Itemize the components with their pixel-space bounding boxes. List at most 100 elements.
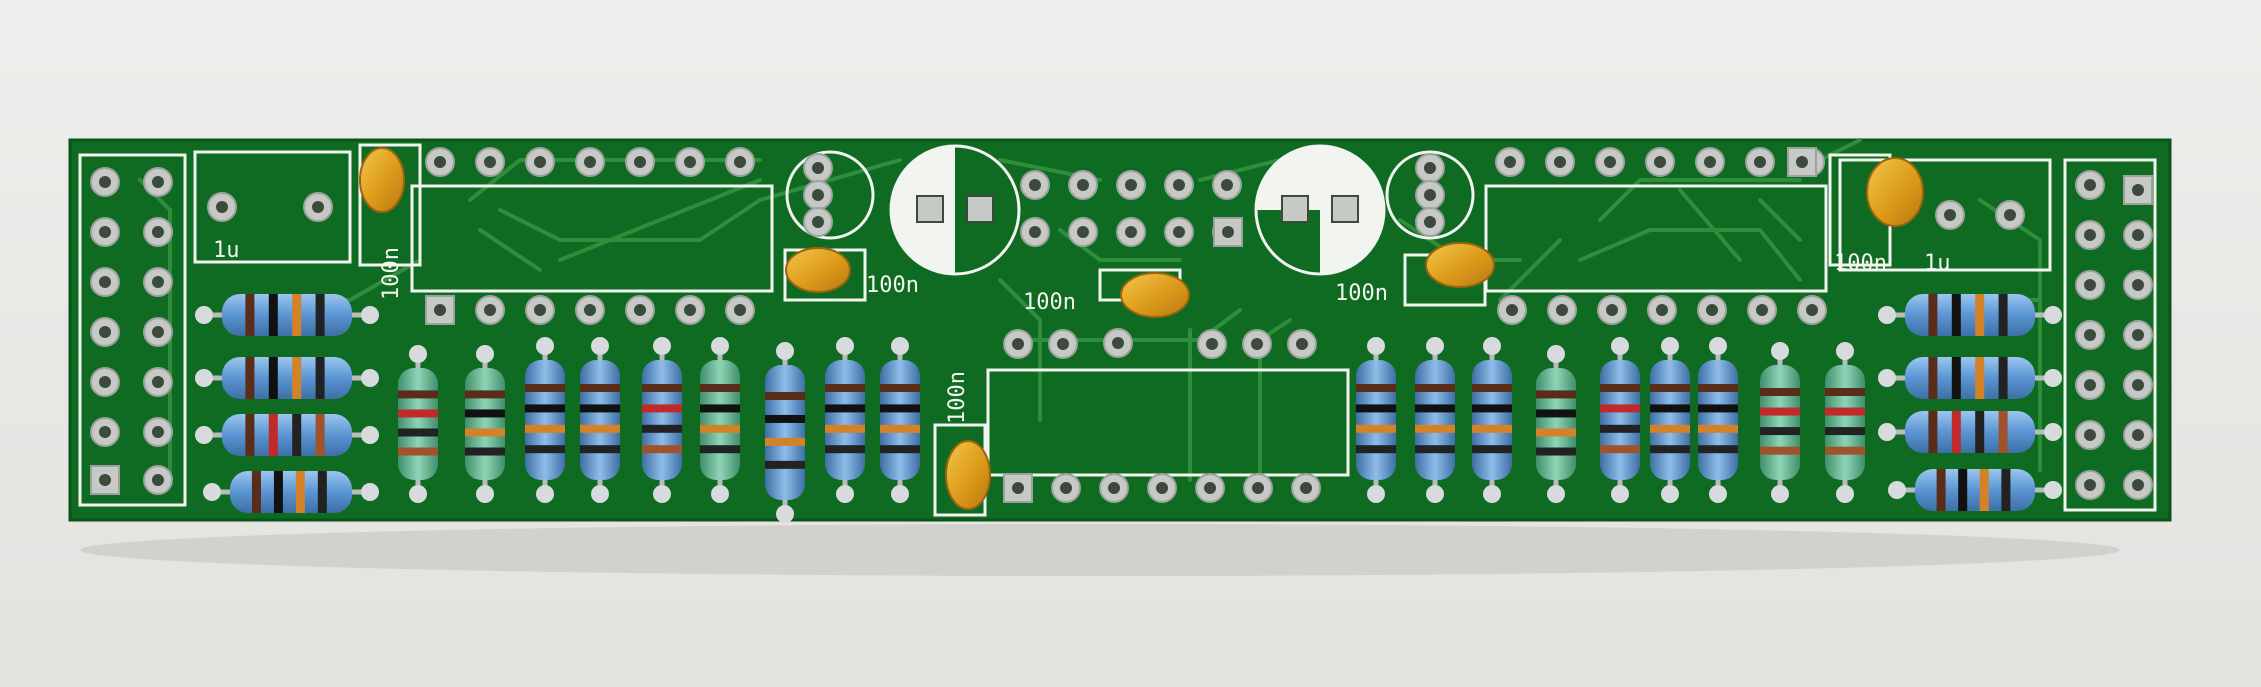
resistor-icon — [203, 471, 379, 513]
ceramic-capacitor-icon — [1120, 272, 1190, 318]
solder-pad — [1213, 217, 1243, 247]
solder-pad — [1116, 170, 1146, 200]
solder-pad — [803, 180, 833, 210]
solder-pad — [2123, 370, 2153, 400]
solder-pad — [575, 147, 605, 177]
solder-pad — [1020, 217, 1050, 247]
resistor-icon — [642, 337, 682, 503]
solder-pad — [625, 147, 655, 177]
solder-pad — [1695, 147, 1725, 177]
solder-pad — [90, 367, 120, 397]
solder-pad — [1787, 147, 1817, 177]
solder-pad — [1243, 473, 1273, 503]
resistor-icon — [825, 337, 865, 503]
solder-pad — [1197, 329, 1227, 359]
label-100n-b: 100n — [1023, 290, 1076, 315]
resistor-icon — [1536, 345, 1576, 503]
solder-pad — [1068, 217, 1098, 247]
solder-pad — [90, 465, 120, 495]
resistor-icon — [525, 337, 565, 503]
solder-pad — [2075, 270, 2105, 300]
resistor-icon — [1650, 337, 1690, 503]
solder-pad — [1745, 147, 1775, 177]
solder-pad — [2123, 470, 2153, 500]
label-100n-left-vertical: 100n — [379, 247, 404, 300]
solder-pad — [143, 417, 173, 447]
resistor-icon — [1698, 337, 1738, 503]
resistor-icon — [765, 342, 805, 523]
through-hole-pads — [90, 147, 2153, 503]
solder-pad — [1547, 295, 1577, 325]
resistor-icon — [398, 345, 438, 503]
solder-pad — [1003, 329, 1033, 359]
label-100n-mid-vertical: 100n — [945, 371, 970, 424]
label-1u-right: 1u — [1924, 251, 1951, 276]
silkscreen-labels: 1u 100n 100n 100n 100n 100n 100n 1u — [213, 238, 1951, 424]
solder-pad — [1147, 473, 1177, 503]
solder-pad — [2075, 220, 2105, 250]
solder-pad — [1195, 473, 1225, 503]
resistor-icon — [580, 337, 620, 503]
solder-pad — [803, 153, 833, 183]
solder-pad — [425, 295, 455, 325]
solder-pad — [1495, 147, 1525, 177]
solder-pad — [1935, 200, 1965, 230]
solder-pad — [90, 417, 120, 447]
solder-pad — [1797, 295, 1827, 325]
solder-pad — [575, 295, 605, 325]
solder-pad — [143, 217, 173, 247]
solder-pad — [803, 207, 833, 237]
resistor-icon — [1356, 337, 1396, 503]
solder-pad — [1242, 329, 1272, 359]
solder-pad — [1415, 153, 1445, 183]
solder-pad — [143, 267, 173, 297]
label-1u-left: 1u — [213, 238, 240, 263]
resistor-icon — [1600, 337, 1640, 503]
solder-pad — [2075, 470, 2105, 500]
solder-pad — [2123, 320, 2153, 350]
solder-pad — [1068, 170, 1098, 200]
solder-pad — [525, 295, 555, 325]
electrolytic-capacitor-footprint-icon — [889, 144, 1021, 276]
solder-pad — [1051, 473, 1081, 503]
solder-pad — [90, 217, 120, 247]
electrolytic-capacitor-footprint-icon — [1254, 144, 1386, 276]
solder-pad — [90, 317, 120, 347]
resistor-icon — [1825, 342, 1865, 503]
solder-pad — [143, 465, 173, 495]
ceramic-capacitor-icon — [359, 147, 405, 213]
solder-pad — [1747, 295, 1777, 325]
solder-pad — [1164, 217, 1194, 247]
solder-pad — [1287, 329, 1317, 359]
solder-pad — [2123, 220, 2153, 250]
solder-pad — [525, 147, 555, 177]
solder-pad — [90, 167, 120, 197]
solder-pad — [2075, 420, 2105, 450]
label-100n-right: 100n — [1834, 251, 1887, 276]
solder-pad — [2123, 270, 2153, 300]
solder-pad — [90, 267, 120, 297]
resistor-icon — [1878, 357, 2062, 399]
solder-pad — [1647, 295, 1677, 325]
ceramic-capacitor-icon — [1425, 242, 1495, 288]
solder-pad — [475, 295, 505, 325]
solder-pad — [1116, 217, 1146, 247]
components — [195, 144, 2062, 523]
solder-pad — [625, 295, 655, 325]
solder-pad — [1164, 170, 1194, 200]
solder-pad — [1545, 147, 1575, 177]
resistor-icon — [195, 414, 379, 456]
solder-pad — [1595, 147, 1625, 177]
solder-pad — [1020, 170, 1050, 200]
solder-pad — [1597, 295, 1627, 325]
solder-pad — [675, 295, 705, 325]
solder-pad — [1415, 180, 1445, 210]
solder-pad — [1415, 207, 1445, 237]
solder-pad — [1497, 295, 1527, 325]
resistor-icon — [880, 337, 920, 503]
solder-pad — [2075, 370, 2105, 400]
ceramic-capacitor-icon — [785, 247, 851, 293]
solder-pad — [143, 317, 173, 347]
solder-pad — [1697, 295, 1727, 325]
